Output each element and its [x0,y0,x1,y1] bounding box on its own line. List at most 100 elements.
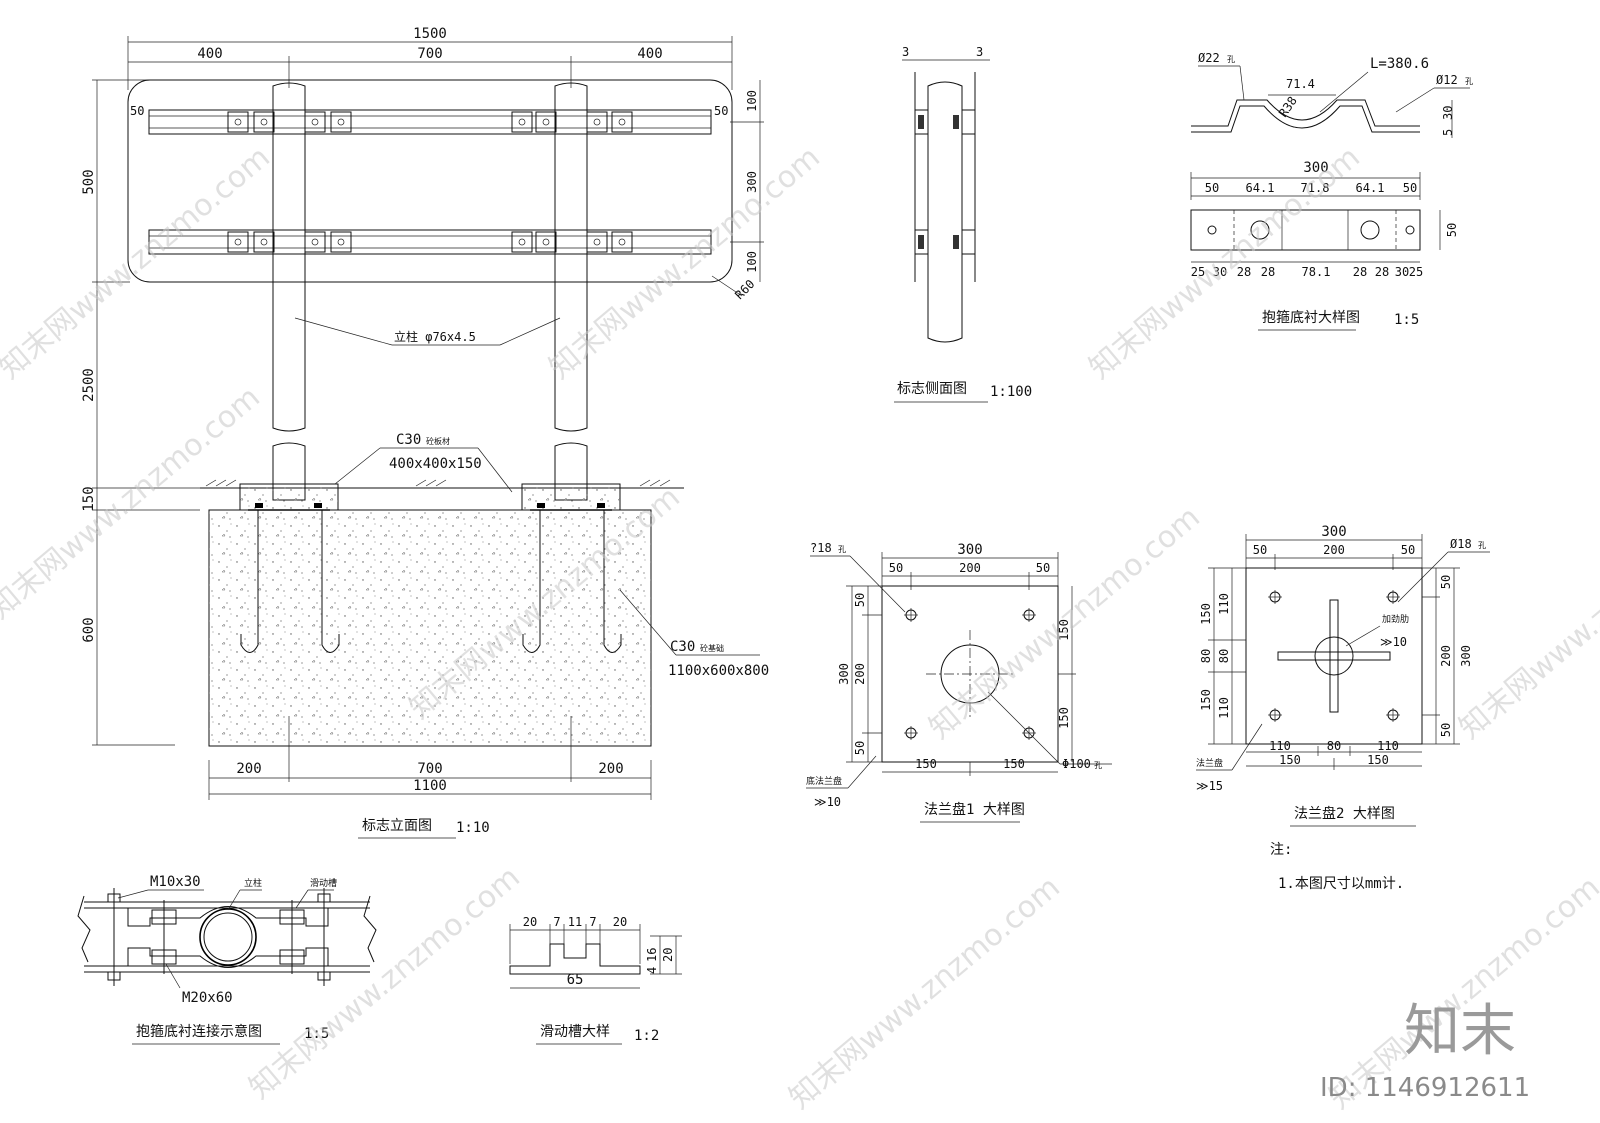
side-post [927,81,963,343]
flange2-thick: ≫15 [1196,779,1223,793]
dim-300: 300 [745,171,759,193]
dim-100-bottom: 100 [745,251,759,273]
flange2-title: 法兰盘2 大样图 [1294,805,1395,822]
hoop-top-dims: 50 64.1 71.8 64.1 50 [1205,181,1417,195]
watermark-8: 知末网www.znzmo.com [243,860,527,1106]
flange2-plate [1245,567,1423,745]
hoop-plate [1190,209,1421,251]
flange2-top-50a: 50 [1253,543,1267,557]
watermark-2: 知末网www.znzmo.com [543,140,827,386]
svg-text:50: 50 [1205,181,1219,195]
flange2-top-200: 200 [1323,543,1345,557]
notes: 注: 1.本图尺寸以mm计. [1270,842,1404,892]
flange2-right-total: 300 [1459,645,1473,667]
flange1-right-150a: 150 [1057,619,1071,641]
flange1-bottom-150a: 150 [915,757,937,771]
connection-detail: M10x30 立柱 滑动槽 M20x60 抱箍底衬连接示意图 1:5 [77,874,377,1045]
watermark-9: 知末网www.znzmo.com [783,870,1067,1116]
flange2-hole-small: 孔 [1478,541,1486,550]
flange2-detail: 300 50 200 50 Ø18 孔 加劲肋 ≫10 150 80 150 1… [1196,524,1490,827]
flange1-total: 300 [957,542,982,558]
slab-label-small: 砼板材 [426,436,450,446]
flange2-left-110b: 110 [1217,697,1231,719]
elevation-view: 1500 400 700 400 500 2500 150 600 50 50 … [81,26,769,839]
slide-right-16: 16 [645,948,659,962]
watermark-7: 知末网www.znzmo.com [1453,500,1600,746]
flange1-left-200: 200 [853,663,867,685]
notes-label: 注: [1270,842,1292,858]
slide-top-7a: 7 [553,915,560,929]
hoop-scale: 1:5 [1394,312,1419,328]
connection-bolt-bottom: M20x60 [182,990,233,1006]
foundation-size: 1100x600x800 [668,663,769,679]
hoop-dim-714: 71.4 [1286,77,1315,91]
flange2-bottom-110b: 110 [1377,739,1399,753]
flange2-total: 300 [1321,524,1346,540]
slide-scale: 1:2 [634,1028,659,1044]
flange2-left-150b: 150 [1199,689,1213,711]
flange2-rib: 加劲肋 [1382,613,1409,625]
watermark-3: 知末网www.znzmo.com [1083,140,1367,386]
hoop-hole22: Ø22 [1198,51,1220,65]
dim-150: 150 [81,486,97,511]
dim-1100: 1100 [413,778,447,794]
svg-text:28: 28 [1261,265,1275,279]
flange2-bottom-150a: 150 [1279,753,1301,767]
svg-text:28: 28 [1353,265,1367,279]
flange1-top-200: 200 [959,561,981,575]
post-right [554,82,588,501]
hoop-r38: R38 [1276,94,1300,120]
svg-text:50: 50 [1403,181,1417,195]
dim-700-bottom: 700 [417,761,442,777]
connection-title: 抱箍底衬连接示意图 [136,1023,262,1040]
foundation-label: C30 [670,639,695,655]
rail-clamps [227,111,633,253]
flange2-bottom-150b: 150 [1367,753,1389,767]
svg-text:28: 28 [1237,265,1251,279]
dim-600: 600 [81,617,97,642]
svg-text:30: 30 [1213,265,1227,279]
slide-top-11: 11 [568,915,582,929]
dim-1500: 1500 [413,26,447,42]
foundation-label-small: 砼基础 [700,643,724,653]
watermark-1: 知末网www.znzmo.com [0,140,277,386]
flange1-center-label: Φ100 [1062,757,1091,771]
hoop-title: 抱箍底衬大样图 [1262,309,1360,326]
flange1-bottom-150b: 150 [1003,757,1025,771]
svg-text:78.1: 78.1 [1302,265,1331,279]
dim-100-top: 100 [745,90,759,112]
side-view: 3 3 标志侧面图 1:100 [894,45,1032,403]
dim-50-right: 50 [714,104,728,118]
svg-text:28: 28 [1375,265,1389,279]
svg-text:25: 25 [1191,265,1205,279]
svg-text:25: 25 [1409,265,1423,279]
flange2-left-110a: 110 [1217,593,1231,615]
brand-logo: 知末 [1404,999,1516,1064]
dim-700: 700 [417,46,442,62]
flange2-right-200: 200 [1439,645,1453,667]
slide-right-4: 4 [645,967,659,974]
flange1-right-150b: 150 [1057,707,1071,729]
connection-channel-label: 滑动槽 [310,877,337,889]
side-dim-right: 3 [976,45,983,59]
slide-top-20b: 20 [613,915,627,929]
flange2-right-50a: 50 [1439,575,1453,589]
flange2-left-80b: 80 [1217,649,1231,663]
slide-right-20: 20 [661,948,675,962]
hoop-d5: 5 [1441,129,1455,136]
dim-400-left: 400 [197,46,222,62]
flange2-plate-label: 法兰盘 [1196,757,1223,769]
flange2-post [1314,636,1354,676]
hoop-profile [1191,105,1420,133]
flange1-title: 法兰盘1 大样图 [924,801,1025,818]
hoop-bottom-dims: 25 30 28 28 78.1 28 28 30 25 [1191,265,1423,279]
elevation-title: 标志立面图 [362,818,432,834]
flange1-center-label-small: 孔 [1094,761,1102,770]
flange2-bottom-110a: 110 [1269,739,1291,753]
hoop-detail: Ø22 孔 71.4 R38 L=380.6 Ø12 孔 5 30 300 50… [1190,51,1473,331]
flange2-hole: Ø18 [1450,537,1472,551]
connection-post-label: 立柱 [244,877,262,889]
elevation-scale: 1:10 [456,820,490,836]
slide-width: 65 [567,972,584,988]
